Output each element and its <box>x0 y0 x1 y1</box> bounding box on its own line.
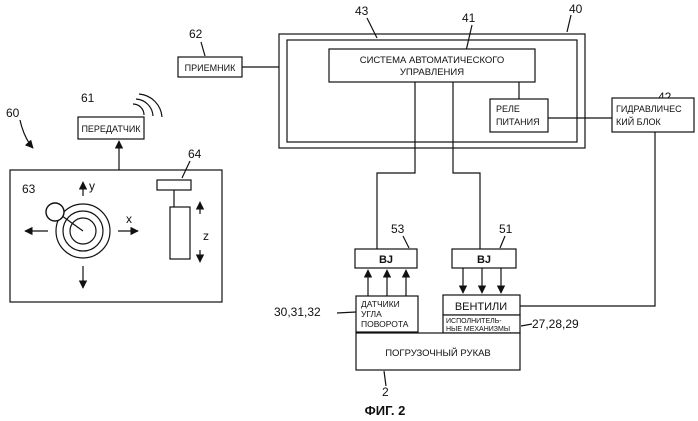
axis-y-label: y <box>89 179 95 193</box>
signal-wave-1 <box>133 104 144 115</box>
loading-boom-label: ПОГРУЗОЧНЫЙ РУКАВ <box>385 347 491 359</box>
ref-63: 63 <box>22 182 36 196</box>
axis-z-label: z <box>203 229 209 243</box>
ref-40: 40 <box>569 2 583 16</box>
link-hydraulic-valves <box>520 132 655 306</box>
actuators-line2: НЫЕ МЕХАНИЗМЫ <box>446 326 510 333</box>
angle-sensors-line3: ПОВОРОТА <box>361 319 409 329</box>
ref-2: 2 <box>382 385 389 399</box>
hydraulic-line1: ГИДРАВЛИЧЕС <box>616 104 682 114</box>
ref-62: 62 <box>189 27 203 41</box>
ref-41: 41 <box>462 11 476 25</box>
angle-sensors-line1: ДАТЧИКИ <box>361 299 400 309</box>
signal-wave-3 <box>139 94 162 117</box>
angle-sensors-line2: УГЛА <box>361 309 382 319</box>
ref-27-leader <box>521 324 532 326</box>
receiver-label: ПРИЕМНИК <box>185 63 236 73</box>
lever-slot <box>170 207 190 259</box>
ref-51: 51 <box>499 222 513 236</box>
ref-27: 27,28,29 <box>532 317 579 331</box>
joystick-knob <box>46 203 64 221</box>
hydraulic-line2: КИЙ БЛОК <box>616 116 661 127</box>
actuators-line1: ИСПОЛНИТЕЛЬ- <box>446 318 502 325</box>
ref-30: 30,31,32 <box>274 305 321 319</box>
ref-60-leader <box>20 120 33 148</box>
control-system-line1: СИСТЕМА АВТОМАТИЧЕСКОГО <box>360 55 505 66</box>
transmitter-label: ПЕРЕДАТЧИК <box>81 124 141 134</box>
ref-62-leader <box>201 42 205 56</box>
main-unit: 40 43 41 СИСТЕМА АВТОМАТИЧЕСКОГО УПРАВЛЕ… <box>279 2 585 148</box>
loading-boom: ПОГРУЗОЧНЫЙ РУКАВ 2 <box>356 333 520 399</box>
ref-43: 43 <box>355 4 369 18</box>
ref-61: 61 <box>81 91 95 105</box>
ref-53: 53 <box>391 222 405 236</box>
lever-handle <box>157 180 191 190</box>
ref-51-leader <box>500 236 505 248</box>
ref-2-leader <box>384 371 386 386</box>
control-system-line2: УПРАВЛЕНИЯ <box>400 67 464 78</box>
ref-53-leader <box>403 236 409 248</box>
valves-label: ВЕНТИЛИ <box>455 301 507 313</box>
ref-64: 64 <box>188 147 202 161</box>
ref-60: 60 <box>6 106 20 120</box>
sensors-valves: 30,31,32 ДАТЧИКИ УГЛА ПОВОРОТА ВЕНТИЛИ И… <box>274 268 579 333</box>
ref-30-leader <box>337 312 356 313</box>
bj-left-label: BJ <box>379 254 393 266</box>
transmitter-block: 61 ПЕРЕДАТЧИК <box>78 91 162 170</box>
bj-right-label: BJ <box>477 254 491 266</box>
power-relay-line1: РЕЛЕ <box>496 104 520 114</box>
figure-caption: ФИГ. 2 <box>365 403 406 418</box>
power-relay-line2: ПИТАНИЯ <box>496 117 540 127</box>
axis-x-label: x <box>126 212 132 226</box>
ref-40-leader <box>567 15 571 32</box>
